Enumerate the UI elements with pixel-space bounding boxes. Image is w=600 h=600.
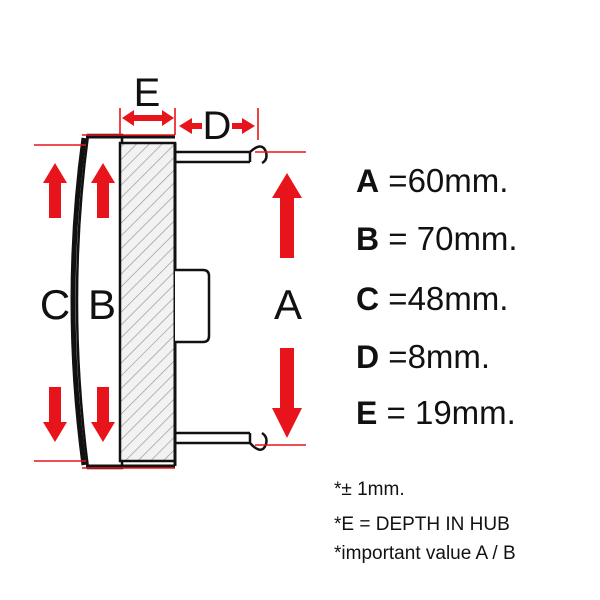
- spec-c-eq: =: [388, 280, 408, 317]
- dimension-d-right-arrow: [232, 118, 255, 134]
- bottom-clip: [175, 431, 268, 451]
- label-c: C: [40, 281, 70, 328]
- spec-c: C =48mm.: [356, 282, 508, 315]
- spec-e-value: 19mm.: [414, 394, 516, 431]
- spec-c-value: 48mm.: [407, 280, 509, 317]
- spec-a: A =60mm.: [356, 164, 508, 197]
- spec-b-value: 70mm.: [416, 220, 518, 257]
- hub-depth-hatched-block: [118, 141, 177, 463]
- spec-b-eq: =: [388, 220, 408, 257]
- spec-a-eq: =: [388, 162, 408, 199]
- spec-b-letter: B: [356, 221, 380, 257]
- spec-b: B = 70mm.: [356, 222, 518, 255]
- spec-a-value: 60mm.: [407, 162, 509, 199]
- dimension-c-arrows: [43, 163, 67, 442]
- spec-e-eq: =: [386, 394, 406, 431]
- spec-e-letter: E: [356, 395, 378, 431]
- note-important-value: *important value A / B: [334, 543, 516, 564]
- spec-a-letter: A: [356, 163, 380, 199]
- dimension-d-arrow: [179, 118, 202, 134]
- spec-c-letter: C: [356, 281, 380, 317]
- label-a: A: [274, 281, 302, 328]
- spec-d-letter: D: [356, 339, 380, 375]
- cap-face-curve: [70, 137, 87, 466]
- spec-d: D =8mm.: [356, 340, 490, 373]
- spec-d-value: 8mm.: [407, 338, 491, 375]
- note-depth-in-hub: *E = DEPTH IN HUB: [334, 514, 510, 535]
- spec-d-eq: =: [388, 338, 408, 375]
- label-e: E: [134, 71, 161, 115]
- top-clip: [175, 145, 268, 165]
- note-tolerance: *± 1mm.: [334, 479, 405, 500]
- dimension-e-arrow: [122, 110, 174, 126]
- dimension-a-arrows: [272, 173, 302, 438]
- label-b: B: [88, 281, 116, 328]
- centre-lug: [175, 268, 211, 344]
- extension-lines: [34, 108, 306, 469]
- spec-e: E = 19mm.: [356, 396, 516, 429]
- dimension-b-arrows: [91, 163, 115, 442]
- label-d: D: [203, 104, 232, 148]
